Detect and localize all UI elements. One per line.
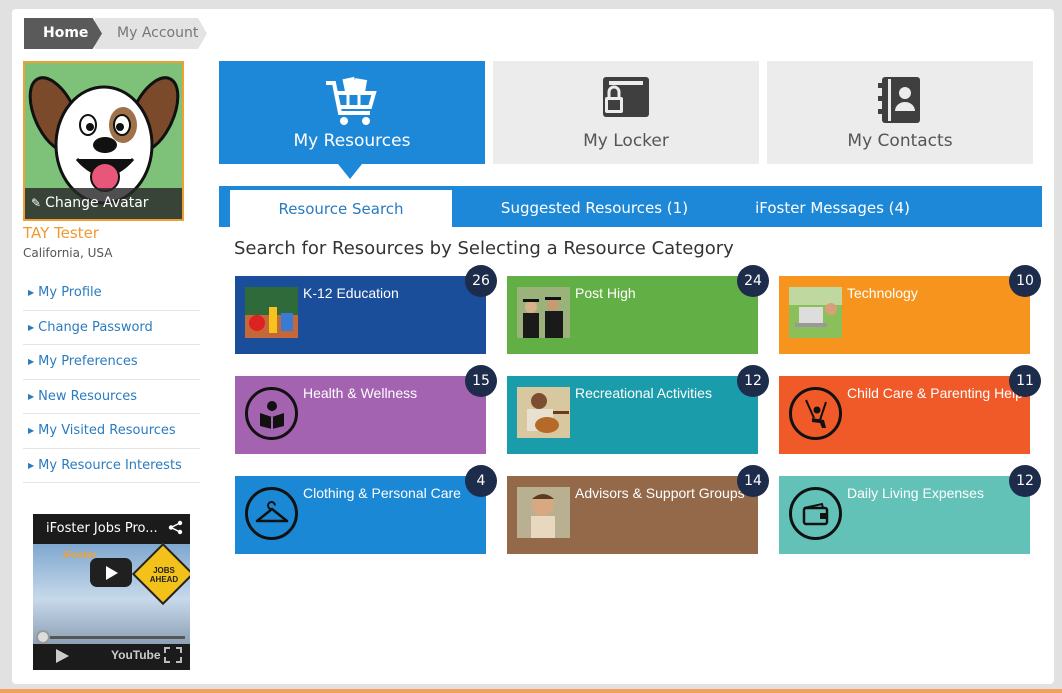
count-badge: 12 — [1009, 465, 1041, 497]
child-photo — [517, 487, 570, 538]
avatar[interactable]: ✎Change Avatar — [23, 61, 184, 221]
dog-avatar-image — [28, 76, 180, 205]
caret-right-icon: ▶ — [28, 460, 35, 470]
category-technology[interactable]: Technology — [779, 276, 1030, 354]
breadcrumb-current: My Account — [95, 18, 207, 49]
change-avatar-button[interactable]: ✎Change Avatar — [25, 188, 182, 219]
user-name: TAY Tester — [23, 224, 99, 242]
side-nav-label: Change Password — [38, 319, 153, 335]
category-label: K-12 Education — [303, 285, 399, 301]
tile-label: My Contacts — [847, 131, 953, 151]
tile-my-resources[interactable]: My Resources — [219, 61, 485, 164]
play-icon[interactable] — [56, 649, 69, 663]
active-tile-pointer — [338, 164, 362, 179]
category-label: Advisors & Support Groups — [575, 485, 745, 501]
category-label: Daily Living Expenses — [847, 485, 984, 501]
count-badge: 12 — [737, 365, 769, 397]
reading-person-icon — [245, 387, 298, 440]
category-post-high[interactable]: Post High — [507, 276, 758, 354]
play-button[interactable] — [90, 558, 132, 587]
category-child-care-parenting[interactable]: Child Care & Parenting Help — [779, 376, 1030, 454]
breadcrumb-current-label: My Account — [117, 25, 199, 41]
wallet-icon — [789, 487, 842, 540]
share-icon[interactable] — [168, 520, 183, 535]
youtube-logo[interactable]: YouTube — [111, 648, 161, 662]
pencil-icon: ✎ — [31, 196, 42, 210]
swing-icon — [789, 387, 842, 440]
side-nav-new-resources[interactable]: ▶New Resources — [23, 380, 200, 414]
count-badge: 11 — [1009, 365, 1041, 397]
change-avatar-label: Change Avatar — [45, 195, 149, 211]
caret-right-icon: ▶ — [28, 391, 35, 401]
count-badge: 15 — [465, 365, 497, 397]
video-brand-logo: iFoster — [63, 550, 97, 561]
guitar-player-photo — [517, 387, 570, 438]
side-nav-label: My Profile — [38, 285, 102, 300]
contacts-book-icon — [878, 77, 920, 123]
caret-right-icon: ▶ — [28, 322, 35, 332]
category-health-wellness[interactable]: Health & Wellness — [235, 376, 486, 454]
user-location: California, USA — [23, 246, 113, 260]
video-scrubber-knob[interactable] — [36, 630, 50, 644]
jobs-ahead-sign-text: JOBS AHEAD — [149, 566, 179, 584]
youtube-video-player[interactable]: iFoster Jobs Pro... iFoster JOBS AHEAD Y… — [33, 514, 190, 670]
laptop-outdoors-photo — [789, 287, 842, 338]
video-progress-bar[interactable] — [38, 636, 185, 639]
tile-my-contacts[interactable]: My Contacts — [767, 61, 1033, 164]
tab-suggested-resources[interactable]: Suggested Resources (1) — [500, 199, 689, 217]
category-label: Health & Wellness — [303, 385, 418, 401]
tab-bar: Resource Search Suggested Resources (1) … — [219, 186, 1042, 227]
category-recreational-activities[interactable]: Recreational Activities — [507, 376, 758, 454]
school-supplies-photo — [245, 287, 298, 338]
video-title[interactable]: iFoster Jobs Pro... — [46, 521, 158, 536]
count-badge: 26 — [465, 265, 497, 297]
search-heading: Search for Resources by Selecting a Reso… — [234, 238, 734, 259]
side-nav-my-preferences[interactable]: ▶My Preferences — [23, 345, 200, 380]
fullscreen-icon[interactable] — [164, 647, 182, 663]
count-badge: 24 — [737, 265, 769, 297]
locker-icon — [603, 77, 649, 117]
caret-right-icon: ▶ — [28, 426, 35, 435]
side-nav-my-profile[interactable]: ▶My Profile — [23, 276, 200, 311]
category-label: Technology — [847, 285, 918, 301]
side-nav-label: My Preferences — [38, 354, 138, 369]
category-label: Recreational Activities — [575, 385, 712, 401]
category-label: Child Care & Parenting Help — [847, 385, 1023, 401]
tile-my-locker[interactable]: My Locker — [493, 61, 759, 164]
side-nav-my-resource-interests[interactable]: ▶My Resource Interests — [23, 449, 200, 483]
tile-label: My Locker — [583, 131, 669, 151]
count-badge: 14 — [737, 465, 769, 497]
category-label: Post High — [575, 285, 636, 301]
category-clothing-personal-care[interactable]: Clothing & Personal Care — [235, 476, 486, 554]
side-nav-label: New Resources — [38, 388, 138, 404]
side-nav-label: My Resource Interests — [38, 457, 182, 473]
side-nav-label: My Visited Resources — [38, 423, 176, 438]
hanger-icon — [245, 487, 298, 540]
bottom-accent-bar — [0, 689, 1062, 693]
count-badge: 10 — [1009, 265, 1041, 297]
side-nav-my-visited-resources[interactable]: ▶My Visited Resources — [23, 414, 200, 449]
tab-ifoster-messages[interactable]: iFoster Messages (4) — [755, 199, 910, 217]
graduates-photo — [517, 287, 570, 338]
caret-right-icon: ▶ — [28, 357, 35, 366]
count-badge: 4 — [465, 465, 497, 497]
category-daily-living-expenses[interactable]: Daily Living Expenses — [779, 476, 1030, 554]
category-advisors-support-groups[interactable]: Advisors & Support Groups — [507, 476, 758, 554]
side-nav: ▶My Profile ▶Change Password ▶My Prefere… — [23, 276, 200, 483]
category-label: Clothing & Personal Care — [303, 485, 461, 501]
category-k12-education[interactable]: K-12 Education — [235, 276, 486, 354]
tab-resource-search[interactable]: Resource Search — [230, 190, 452, 227]
caret-right-icon: ▶ — [28, 288, 35, 297]
shopping-cart-icon — [326, 76, 377, 125]
side-nav-change-password[interactable]: ▶Change Password — [23, 311, 200, 345]
tile-label: My Resources — [293, 131, 411, 151]
breadcrumb-home[interactable]: Home — [24, 18, 102, 49]
